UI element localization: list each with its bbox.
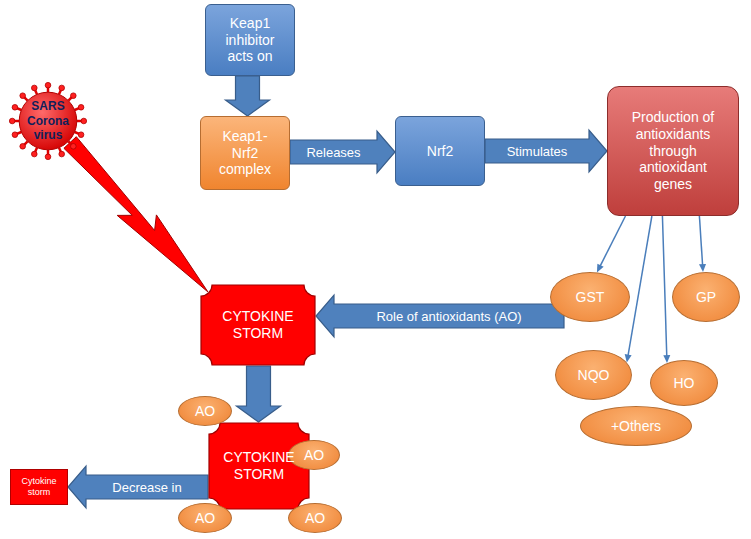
arrow-label: Role of antioxidants (AO) (376, 309, 521, 324)
virus-icon: SARS Corona virus (8, 78, 88, 164)
node-label: AO (304, 447, 324, 464)
thin-arrow (625, 216, 652, 363)
block-arrow (290, 131, 395, 173)
thin-arrow (597, 216, 626, 272)
block-arrow (316, 295, 564, 337)
node-label: Production of antioxidants through antio… (620, 109, 726, 193)
node-label: AO (305, 510, 325, 527)
block-arrow (226, 76, 270, 116)
antioxidant-oval: GST (550, 272, 630, 322)
node-label: SARS Corona virus (22, 99, 74, 142)
node-label: AO (195, 510, 215, 527)
node-label: Keap1- Nrf2 complex (211, 128, 279, 178)
arrow-label: Stimulates (507, 144, 568, 159)
node-label: GST (576, 289, 605, 306)
node-label: +Others (611, 418, 661, 435)
cytokine-storm-box: CYTOKINE STORM (200, 284, 316, 366)
cytokine-storm-box: CYTOKINE STORM (208, 422, 310, 510)
node-label: Nrf2 (427, 143, 453, 160)
node-label: NQO (578, 367, 610, 384)
node-label: Keap1 inhibitor acts on (212, 15, 288, 65)
node-label: HO (674, 375, 695, 392)
process-box: Nrf2 (395, 116, 485, 186)
antioxidant-oval: HO (650, 360, 718, 406)
arrow-label: Releases (306, 145, 360, 160)
antioxidant-oval: AO (178, 396, 232, 426)
antioxidant-oval: AO (288, 440, 340, 470)
antioxidant-oval: +Others (580, 406, 692, 446)
node-label: CYTOKINE STORM (218, 449, 300, 483)
complex-box: Keap1- Nrf2 complex (200, 116, 290, 190)
node-label: GP (696, 289, 716, 306)
process-box: Keap1 inhibitor acts on (205, 4, 295, 76)
antioxidant-oval: NQO (555, 350, 632, 400)
thin-arrow (699, 216, 706, 272)
output-box: Production of antioxidants through antio… (607, 86, 739, 216)
block-arrow (485, 130, 607, 172)
small-storm-box: Cytokine storm (10, 469, 68, 505)
lightning-bolt (64, 137, 208, 292)
block-arrow (68, 466, 208, 508)
antioxidant-oval: AO (178, 503, 232, 533)
antioxidant-oval: GP (672, 272, 740, 322)
antioxidant-oval: AO (288, 503, 342, 533)
node-label: Cytokine storm (14, 476, 64, 498)
node-label: AO (195, 403, 215, 420)
arrow-label: Decrease in (112, 480, 181, 495)
thin-arrow (662, 216, 670, 363)
block-arrow (237, 366, 281, 422)
node-label: CYTOKINE STORM (210, 308, 306, 342)
